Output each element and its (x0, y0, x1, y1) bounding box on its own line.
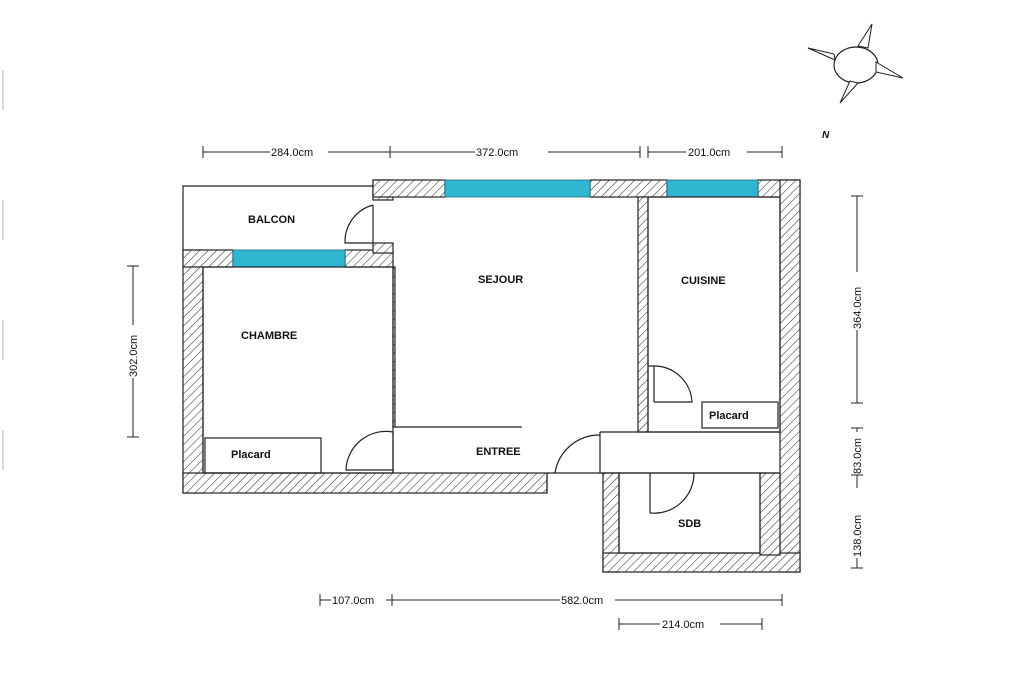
dim-bottom-1: 107.0cm (332, 595, 374, 607)
dimension-labels: 284.0cm 372.0cm 201.0cm 302.0cm 364.0cm … (128, 147, 864, 631)
walls (182, 179, 801, 573)
label-cuisine: CUISINE (681, 275, 726, 287)
label-placard-chambre: Placard (231, 449, 271, 461)
dim-bottom-3: 214.0cm (662, 619, 704, 631)
label-balcon: BALCON (248, 214, 295, 226)
compass-icon: N (807, 23, 904, 141)
interior-lines (182, 185, 781, 554)
dimension-lines (127, 146, 863, 630)
windows (232, 179, 759, 268)
dim-top-3: 201.0cm (688, 147, 730, 159)
compass-north-label: N (822, 130, 830, 141)
label-placard-cuisine: Placard (709, 410, 749, 422)
dim-top-1: 284.0cm (271, 147, 313, 159)
dim-bottom-2: 582.0cm (561, 595, 603, 607)
dim-right-3: 138.0cm (852, 515, 864, 557)
label-entree: ENTREE (476, 446, 521, 458)
dim-right-1: 364.0cm (852, 287, 864, 329)
window-chambre (232, 249, 346, 268)
label-sdb: SDB (678, 518, 701, 530)
window-sejour (444, 179, 591, 198)
label-sejour: SEJOUR (478, 274, 523, 286)
doors (344, 204, 695, 514)
dim-top-2: 372.0cm (476, 147, 518, 159)
window-cuisine (666, 179, 759, 198)
room-labels: BALCON SEJOUR CUISINE CHAMBRE Placard Pl… (231, 214, 749, 530)
dim-right-2: 83.0cm (852, 438, 864, 474)
label-chambre: CHAMBRE (241, 330, 297, 342)
dim-left: 302.0cm (128, 335, 140, 377)
